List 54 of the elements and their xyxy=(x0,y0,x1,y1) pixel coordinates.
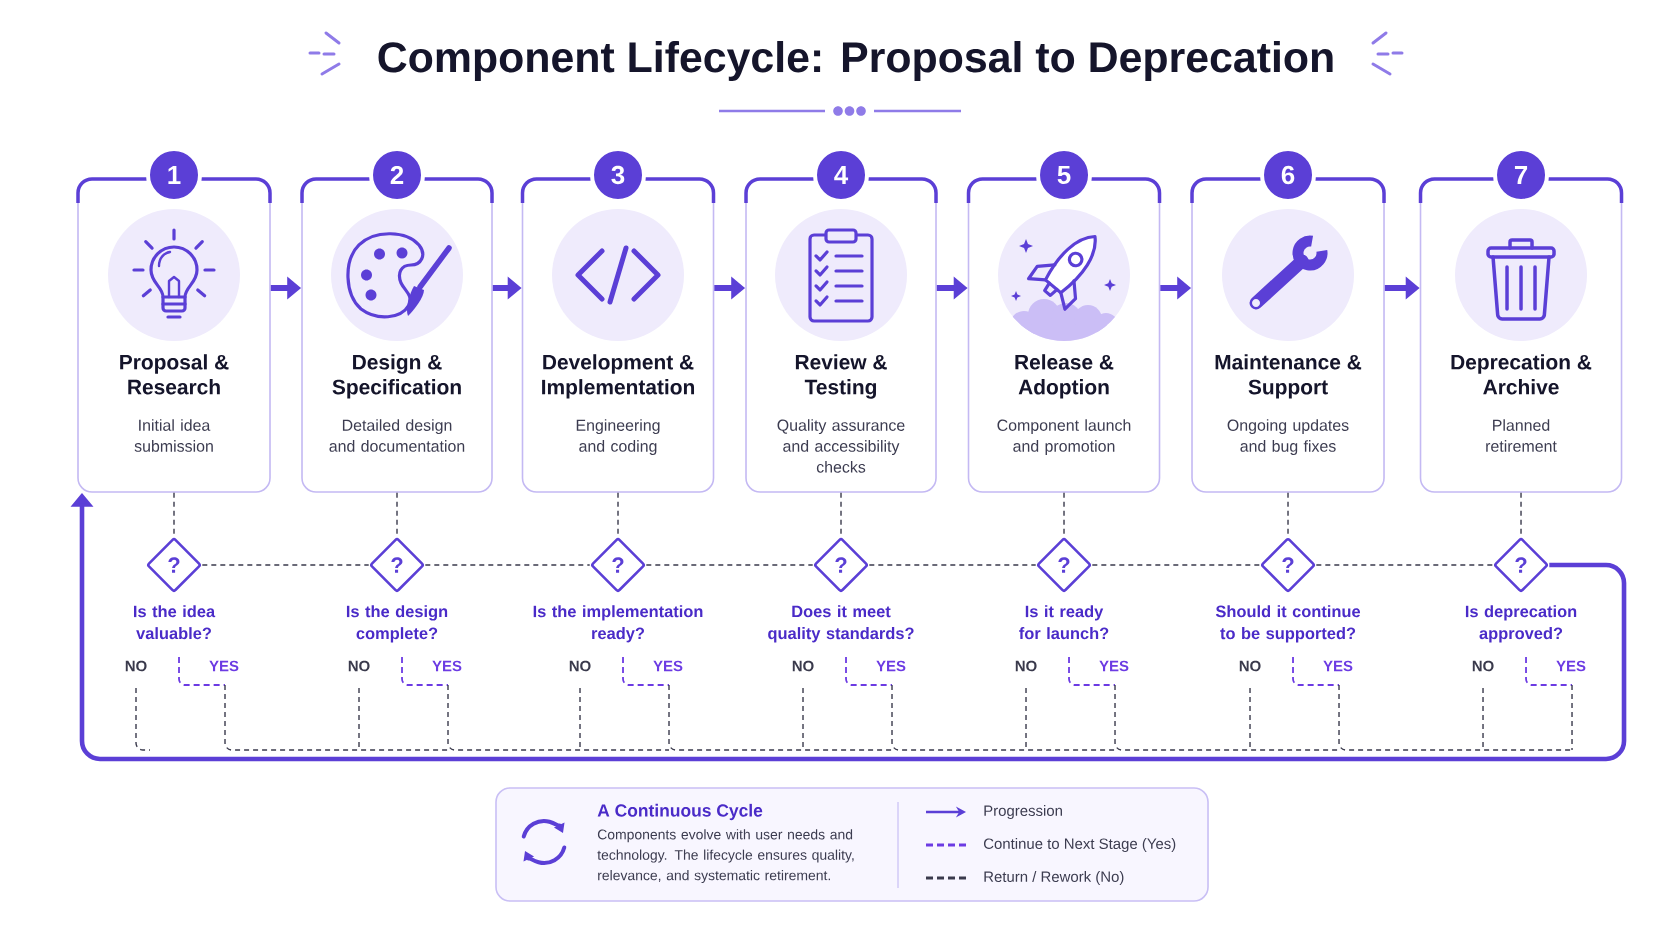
no-label: NO xyxy=(569,660,591,672)
stage-description: Component launch and promotion xyxy=(997,419,1131,455)
decision-question: Does it meet quality standards? xyxy=(768,605,914,643)
stage-title: Development & Implementation xyxy=(542,354,694,399)
no-label: NO xyxy=(1239,660,1261,672)
yes-label: YES xyxy=(209,660,239,672)
dashed-connector xyxy=(868,564,1037,566)
stage-title: Review & Testing xyxy=(795,354,887,399)
decision-question: Is deprecation approved? xyxy=(1465,605,1577,643)
stage-description: Quality assurance and accessibility checks xyxy=(777,419,905,473)
dashed-connector xyxy=(424,564,591,566)
stage-title: Release & Adoption xyxy=(1015,354,1114,399)
stage-description: Detailed design and documentation xyxy=(329,419,465,452)
title: Component Lifecycle: Proposal to Deprecation xyxy=(378,41,1333,81)
yes-label: YES xyxy=(1099,660,1129,672)
decision-question: Is the idea valuable? xyxy=(134,605,216,640)
decision-question: Is the implementation ready? xyxy=(533,605,703,643)
dashed-connector xyxy=(1091,564,1261,566)
number-badge: 3 xyxy=(590,147,646,203)
no-label: NO xyxy=(792,660,814,672)
number-badge: 4 xyxy=(813,147,869,203)
legend-label: Continue to Next Stage (Yes) xyxy=(984,838,1176,852)
panel-heading: A Continuous Cycle xyxy=(597,803,763,821)
decision-question: Is the design complete? xyxy=(346,605,448,643)
yes-label: YES xyxy=(653,660,683,672)
legend-label: Progression xyxy=(984,805,1062,819)
dashed-connector xyxy=(201,564,370,566)
yes-label: YES xyxy=(1556,660,1586,672)
no-label: NO xyxy=(348,660,370,672)
legend-label: Return / Rework (No) xyxy=(984,871,1124,885)
panel-text: Components evolve with user needs and technology. The lifecycle ensures quality, relevance, and systematic retirement. xyxy=(597,829,854,884)
dashed-connector xyxy=(1315,564,1494,566)
no-label: NO xyxy=(1472,660,1494,672)
stage-description: Engineering and coding xyxy=(576,419,660,455)
dashed-connector xyxy=(645,564,814,566)
number-badge: 1 xyxy=(146,147,202,203)
stage-description: Planned retirement xyxy=(1486,419,1557,452)
decision-question: Is it ready for launch? xyxy=(1019,605,1109,640)
number-badge: 2 xyxy=(369,147,425,203)
stage-title: Design & Specification xyxy=(332,354,461,399)
stage-title: Proposal & Research xyxy=(120,354,229,395)
stage-description: Initial idea submission xyxy=(134,419,213,452)
decision-question: Should it continue to be supported? xyxy=(1215,605,1361,643)
number-badge: 7 xyxy=(1493,147,1549,203)
yes-label: YES xyxy=(1323,660,1353,672)
no-label: NO xyxy=(1015,660,1037,672)
stage-description: Ongoing updates and bug fixes xyxy=(1227,419,1349,455)
stage-title: Deprecation & Archive xyxy=(1451,354,1592,395)
no-label: NO xyxy=(125,660,147,672)
number-badge: 5 xyxy=(1036,147,1092,203)
stage-title: Maintenance & Support xyxy=(1215,354,1362,399)
number-badge: 6 xyxy=(1260,147,1316,203)
yes-label: YES xyxy=(432,660,462,672)
yes-label: YES xyxy=(876,660,906,672)
